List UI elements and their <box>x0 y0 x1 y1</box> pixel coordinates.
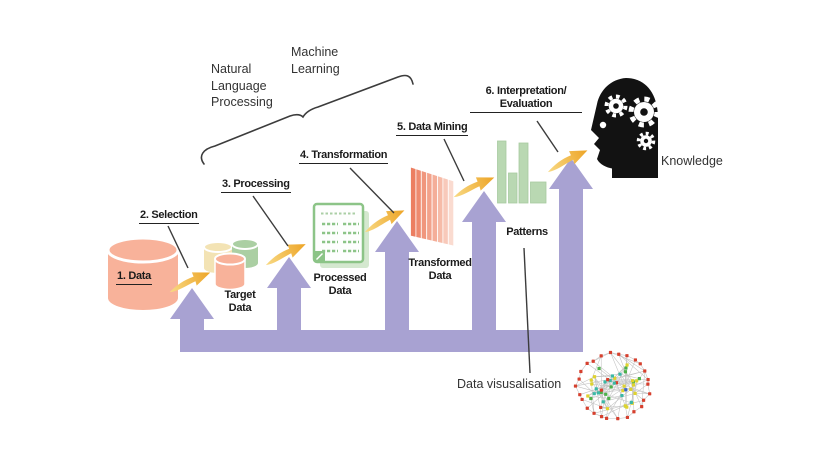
step6-label: 6. Interpretation/ Evaluation <box>470 85 582 114</box>
bar-1 <box>497 140 507 204</box>
database-cylinder-icon <box>106 236 180 310</box>
leader-processing <box>252 195 289 247</box>
leader-selection <box>167 225 189 269</box>
gear-dot <box>599 121 607 129</box>
step1-label: 1. Data <box>116 270 152 286</box>
table-rows <box>322 222 359 253</box>
step4-label: 4. Transformation <box>299 149 389 165</box>
staircase-base-bar <box>180 330 583 352</box>
knowledge-label: Knowledge <box>661 154 723 168</box>
step-arrow-4 <box>462 191 506 352</box>
bar-chart-icon <box>497 140 547 204</box>
target-data-label: Target Data <box>224 289 256 315</box>
slat-stack-icon <box>410 166 455 247</box>
nlp-ml-brace <box>200 74 414 165</box>
processed-data-label: Processed Data <box>313 272 367 298</box>
process-staircase-arrows <box>170 158 593 352</box>
gear-small-icon <box>636 131 656 151</box>
data-visualisation-label: Data visusalisation <box>457 377 562 391</box>
data-table-icon <box>312 202 369 268</box>
head-with-gears-icon <box>591 78 660 178</box>
bar-4 <box>530 181 547 204</box>
small-cylinders-icon <box>203 238 259 291</box>
bar-2 <box>508 172 518 204</box>
head-silhouette <box>591 78 658 178</box>
salmon-cylinder <box>214 252 246 291</box>
leader-lines <box>167 120 559 374</box>
step-arrow-1 <box>170 288 214 352</box>
step5-label: 5. Data Mining <box>396 121 469 137</box>
leader-data-visualisation <box>523 247 531 374</box>
step-arrow-2 <box>267 257 311 352</box>
machine-learning-label: Machine Learning <box>291 45 340 76</box>
leader-data-mining <box>443 138 465 182</box>
step2-label: 2. Selection <box>139 209 199 225</box>
gear-medium-icon <box>604 94 628 118</box>
flow-arrow-4 <box>449 171 497 201</box>
leader-interpretation <box>536 120 559 153</box>
leader-transformation <box>349 167 395 214</box>
step3-label: 3. Processing <box>221 178 291 194</box>
transformed-data-label: Transformed Data <box>408 257 472 283</box>
step-arrow-3 <box>375 221 419 352</box>
bar-3 <box>518 142 529 204</box>
network-graph-icon <box>573 350 652 421</box>
gear-large-icon <box>628 96 660 128</box>
patterns-label: Patterns <box>506 226 548 238</box>
step-arrow-5 <box>549 158 593 352</box>
nlp-label: Natural Language Processing <box>211 62 273 109</box>
